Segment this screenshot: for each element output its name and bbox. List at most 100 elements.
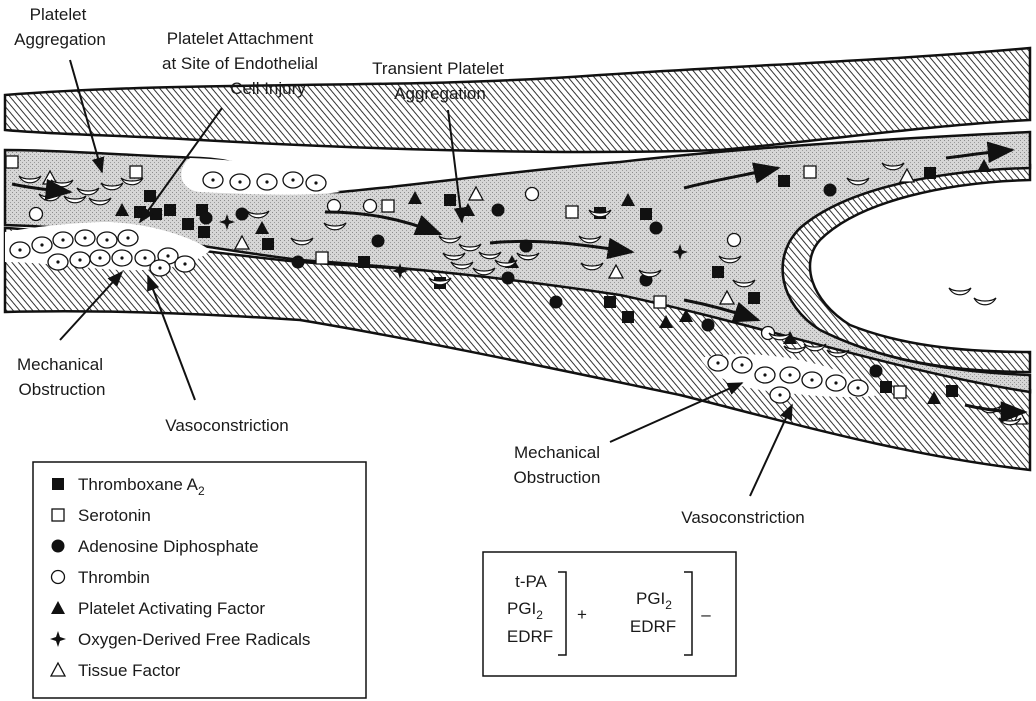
red-blood-cell	[257, 174, 277, 190]
red-blood-cell	[826, 375, 846, 391]
label-transient-1: Transient Platelet	[372, 59, 504, 78]
legend-item: Oxygen-Derived Free Radicals	[50, 630, 310, 649]
red-blood-cell	[708, 355, 728, 371]
formula-edrf-right: EDRF	[630, 617, 676, 636]
red-blood-cell	[770, 387, 790, 403]
open-square-icon	[654, 296, 666, 308]
red-blood-cell	[848, 380, 868, 396]
red-blood-cell	[97, 232, 117, 248]
open-circle-icon	[364, 200, 377, 213]
label-platelet-aggregation-1: Platelet	[30, 5, 87, 24]
filled-square-icon	[150, 208, 162, 220]
filled-square-icon	[182, 218, 194, 230]
red-blood-cell	[118, 230, 138, 246]
red-blood-cell	[53, 232, 73, 248]
red-blood-cell	[75, 230, 95, 246]
filled-square-icon	[444, 194, 456, 206]
filled-square-icon	[604, 296, 616, 308]
legend-item-label: Serotonin	[78, 506, 151, 525]
filled-square-icon	[358, 256, 370, 268]
open-square-icon	[804, 166, 816, 178]
red-blood-cell	[732, 357, 752, 373]
legend-item-label: Platelet Activating Factor	[78, 599, 265, 618]
filled-square-icon	[924, 167, 936, 179]
label-platelet-aggregation-2: Aggregation	[14, 30, 106, 49]
filled-circle-icon	[372, 235, 385, 248]
filled-square-icon	[144, 190, 156, 202]
filled-square-icon	[640, 208, 652, 220]
open-circle-icon	[30, 208, 43, 221]
filled-square-icon	[622, 311, 634, 323]
vessel-wall-upper	[5, 48, 1030, 152]
label-attachment-3: Cell Injury	[230, 79, 306, 98]
label-mechanical-right-2: Obstruction	[514, 468, 601, 487]
formula-minus: –	[701, 605, 711, 624]
formula-box: t-PA PGI2 EDRF + PGI2 EDRF –	[483, 552, 736, 676]
legend-item-label: Oxygen-Derived Free Radicals	[78, 630, 310, 649]
red-blood-cell	[48, 254, 68, 270]
red-blood-cell	[10, 242, 30, 258]
red-blood-cell	[90, 250, 110, 266]
red-blood-cell	[32, 237, 52, 253]
label-mechanical-left-1: Mechanical	[17, 355, 103, 374]
open-square-icon	[316, 252, 328, 264]
formula-plus: +	[577, 605, 587, 624]
label-attachment-2: at Site of Endothelial	[162, 54, 318, 73]
filled-square-icon	[946, 385, 958, 397]
red-blood-cell	[70, 252, 90, 268]
open-square-icon	[6, 156, 18, 168]
filled-circle-icon	[492, 204, 505, 217]
legend-item: Platelet Activating Factor	[51, 599, 265, 618]
label-vasoconstriction-left: Vasoconstriction	[165, 416, 288, 435]
legend-item-label: Tissue Factor	[78, 661, 181, 680]
red-blood-cell	[112, 250, 132, 266]
legend-item: Adenosine Diphosphate	[52, 537, 259, 556]
red-blood-cell	[755, 367, 775, 383]
filled-square-icon	[712, 266, 724, 278]
open-square-icon	[52, 509, 64, 521]
filled-square-icon	[880, 381, 892, 393]
red-blood-cell	[175, 256, 195, 272]
label-mechanical-left-2: Obstruction	[19, 380, 106, 399]
red-blood-cell	[802, 372, 822, 388]
filled-circle-icon	[824, 184, 837, 197]
open-square-icon	[894, 386, 906, 398]
legend-item-label: Adenosine Diphosphate	[78, 537, 259, 556]
filled-square-icon	[164, 204, 176, 216]
filled-circle-icon	[502, 272, 515, 285]
red-blood-cell	[780, 367, 800, 383]
open-square-icon	[130, 166, 142, 178]
red-blood-cell	[306, 175, 326, 191]
filled-circle-icon	[292, 256, 305, 269]
filled-circle-icon	[550, 296, 563, 309]
platelet	[974, 298, 996, 305]
formula-edrf-left: EDRF	[507, 627, 553, 646]
open-square-icon	[382, 200, 394, 212]
filled-circle-icon	[200, 212, 213, 225]
legend-item-label: Thrombin	[78, 568, 150, 587]
red-blood-cell	[283, 172, 303, 188]
label-attachment-1: Platelet Attachment	[167, 29, 314, 48]
open-circle-icon	[728, 234, 741, 247]
filled-square-icon	[52, 478, 64, 490]
label-mechanical-right-1: Mechanical	[514, 443, 600, 462]
red-blood-cell	[203, 172, 223, 188]
platelet	[949, 288, 971, 295]
filled-square-icon	[198, 226, 210, 238]
red-blood-cell	[230, 174, 250, 190]
filled-circle-icon	[52, 540, 65, 553]
label-vasoconstriction-right: Vasoconstriction	[681, 508, 804, 527]
filled-square-icon	[262, 238, 274, 250]
open-square-icon	[566, 206, 578, 218]
filled-circle-icon	[702, 319, 715, 332]
filled-circle-icon	[650, 222, 663, 235]
label-transient-2: Aggregation	[394, 84, 486, 103]
filled-circle-icon	[870, 365, 883, 378]
filled-circle-icon	[236, 208, 249, 221]
red-blood-cell	[150, 260, 170, 276]
filled-square-icon	[748, 292, 760, 304]
formula-tpa: t-PA	[515, 572, 547, 591]
